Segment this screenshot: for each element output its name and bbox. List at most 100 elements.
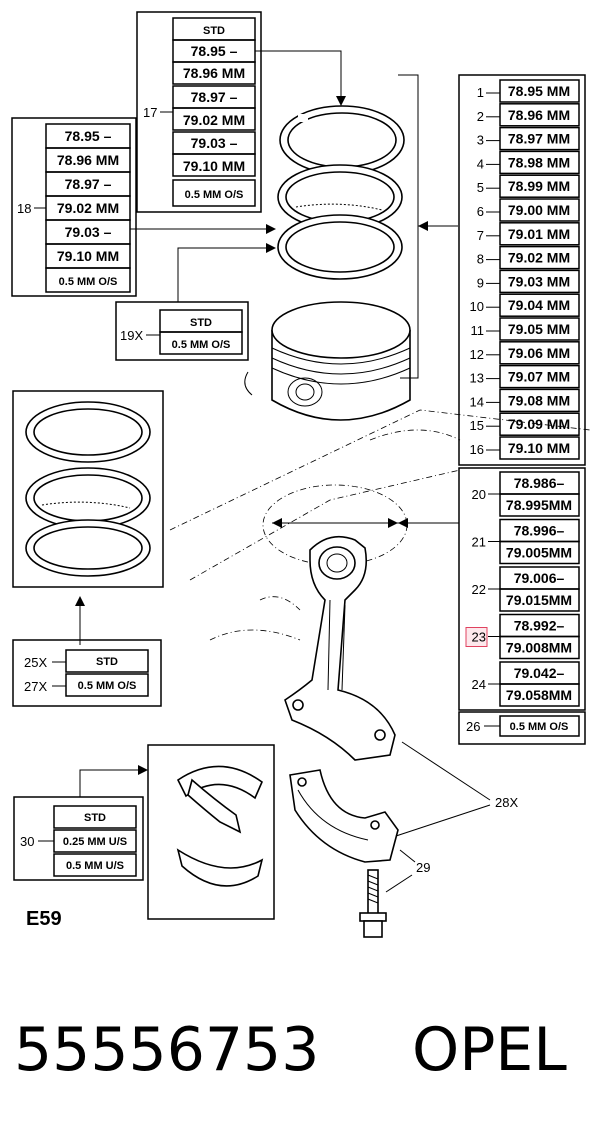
callout-17-row: 78.96 MM bbox=[183, 65, 245, 81]
callout-18-row: 78.97 – bbox=[65, 176, 112, 192]
bore-row-max: 79.008MM bbox=[506, 640, 572, 656]
piston-row-value: 78.97 MM bbox=[508, 131, 570, 147]
callout-18-row: 78.95 – bbox=[65, 128, 112, 144]
callout-27x-number: 27X bbox=[24, 679, 47, 694]
piston-row-number: 6 bbox=[477, 204, 484, 219]
rings-inset[interactable] bbox=[12, 390, 164, 588]
bore-row-min: 78.996– bbox=[514, 523, 565, 539]
piston-row-number: 12 bbox=[470, 347, 484, 362]
bearing-shells-inset[interactable] bbox=[147, 744, 275, 920]
piston-row-value: 79.09 MM bbox=[508, 416, 570, 432]
callout-17-row: 0.5 MM O/S bbox=[185, 189, 244, 201]
bore-row-min: 78.986– bbox=[514, 475, 565, 491]
piston-drawing bbox=[244, 301, 411, 421]
piston-row-value: 79.00 MM bbox=[508, 202, 570, 218]
label-28x: 28X bbox=[495, 795, 518, 810]
highlight-box bbox=[465, 627, 488, 647]
bore-size-row[interactable]: 23 78.992– 79.008MM bbox=[465, 613, 580, 660]
row-26-value: 0.5 MM O/S bbox=[510, 721, 569, 733]
piston-row-value: 79.05 MM bbox=[508, 321, 570, 337]
diagram-code: E59 bbox=[26, 908, 62, 930]
piston-row-value: 79.08 MM bbox=[508, 392, 570, 408]
piston-row-number: 16 bbox=[470, 442, 484, 457]
piston-row-number: 7 bbox=[477, 228, 484, 243]
bore-row-max: 79.015MM bbox=[506, 592, 572, 608]
right-table bbox=[458, 74, 586, 745]
piston-size-row[interactable]: 5 78.99 MM bbox=[477, 174, 580, 198]
bore-row-number: 21 bbox=[472, 535, 486, 550]
bore-row-min: 79.042– bbox=[514, 665, 565, 681]
bore-row-number: 23 bbox=[472, 630, 486, 645]
bore-row-number: 20 bbox=[472, 487, 486, 502]
piston-rings-drawing bbox=[277, 105, 405, 280]
callout-27x-row: 0.5 MM O/S bbox=[78, 680, 137, 692]
connecting-rod-drawing bbox=[284, 535, 396, 761]
callout-19x[interactable]: STD 0.5 MM O/S 19X bbox=[115, 301, 249, 361]
piston-size-row[interactable]: 2 78.96 MM bbox=[477, 103, 580, 127]
rod-cap-drawing bbox=[289, 769, 399, 863]
callout-18-row: 0.5 MM O/S bbox=[59, 276, 118, 288]
callout-18-row: 79.10 MM bbox=[57, 248, 119, 264]
piston-row-value: 79.07 MM bbox=[508, 369, 570, 385]
piston-row-number: 5 bbox=[477, 180, 484, 195]
part-number: 55556753 bbox=[14, 1015, 319, 1085]
piston-size-row[interactable]: 1 78.95 MM bbox=[477, 79, 580, 103]
bore-size-row[interactable]: 21 78.996– 79.005MM bbox=[472, 518, 580, 565]
callout-17-row: 79.03 – bbox=[191, 135, 238, 151]
piston-row-value: 79.06 MM bbox=[508, 345, 570, 361]
rod-bolt-drawing bbox=[359, 869, 387, 938]
callout-30-number: 30 bbox=[20, 834, 34, 849]
piston-size-row[interactable]: 9 79.03 MM bbox=[477, 269, 580, 294]
callout-17-row: 78.97 – bbox=[191, 89, 238, 105]
piston-row-number: 2 bbox=[477, 109, 484, 124]
piston-row-value: 79.02 MM bbox=[508, 250, 570, 266]
callout-30[interactable]: STD 0.25 MM U/S 0.5 MM U/S 30 bbox=[13, 796, 144, 881]
callout-25x-row: STD bbox=[96, 656, 118, 668]
callout-30-row: STD bbox=[84, 812, 106, 824]
callout-25x-27x[interactable]: STD 0.5 MM O/S 25X 27X bbox=[12, 639, 162, 707]
piston-size-row[interactable]: 11 79.05 MM bbox=[471, 317, 580, 341]
piston-row-value: 78.96 MM bbox=[508, 107, 570, 123]
right-table-row-26[interactable]: 0.5 MM O/S 26 bbox=[466, 715, 580, 737]
callout-19x-row: 0.5 MM O/S bbox=[172, 339, 231, 351]
piston-row-value: 79.04 MM bbox=[508, 297, 570, 313]
callout-17-row: 79.10 MM bbox=[183, 158, 245, 174]
callout-17[interactable]: STD 78.95 – 78.96 MM 78.97 – 79.02 MM 79… bbox=[136, 11, 262, 213]
piston-row-value: 78.99 MM bbox=[508, 178, 570, 194]
piston-size-row[interactable]: 12 79.06 MM bbox=[470, 341, 580, 365]
piston-row-number: 13 bbox=[470, 371, 484, 386]
piston-row-number: 9 bbox=[477, 275, 484, 290]
piston-size-row[interactable]: 6 79.00 MM bbox=[477, 198, 580, 222]
callout-25x-number: 25X bbox=[24, 655, 47, 670]
callout-19x-number: 19X bbox=[120, 328, 143, 343]
piston-size-row[interactable]: 13 79.07 MM bbox=[470, 364, 580, 389]
bore-row-min: 78.992– bbox=[514, 618, 565, 634]
callout-18-row: 79.02 MM bbox=[57, 200, 119, 216]
piston-row-number: 4 bbox=[477, 156, 484, 171]
piston-row-number: 1 bbox=[477, 85, 484, 100]
piston-row-value: 78.95 MM bbox=[508, 83, 570, 99]
piston-row-number: 11 bbox=[471, 323, 485, 338]
row-26-number: 26 bbox=[466, 719, 480, 734]
callout-17-row: 79.02 MM bbox=[183, 112, 245, 128]
piston-row-value: 79.03 MM bbox=[508, 273, 570, 289]
callout-18[interactable]: 78.95 – 78.96 MM 78.97 – 79.02 MM 79.03 … bbox=[11, 117, 137, 297]
callout-18-number: 18 bbox=[17, 201, 31, 216]
label-29: 29 bbox=[416, 860, 430, 875]
callout-17-number: 17 bbox=[143, 105, 157, 120]
callout-19x-row: STD bbox=[190, 317, 212, 329]
bore-row-max: 79.005MM bbox=[506, 545, 572, 561]
callout-30-row: 0.5 MM U/S bbox=[66, 860, 124, 872]
